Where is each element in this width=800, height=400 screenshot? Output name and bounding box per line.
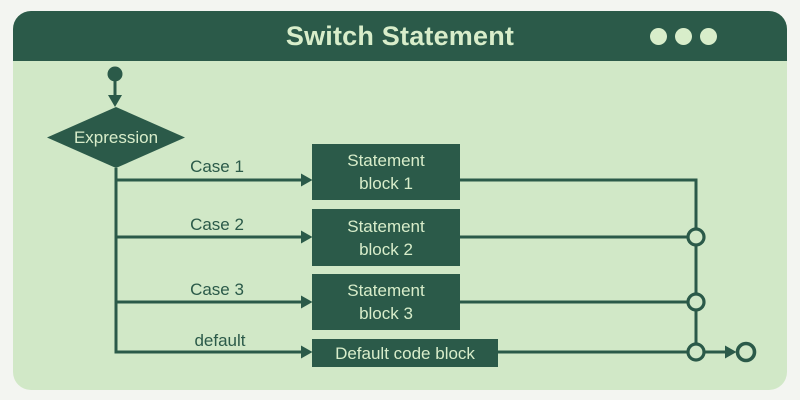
merge-line-block1 [460, 178, 698, 352]
end-node [735, 341, 757, 363]
window-control-dot-icon[interactable] [700, 27, 717, 45]
statement-block-2-line2: block 2 [359, 239, 413, 259]
flowchart-graphics [47, 66, 757, 363]
default-code-block: Default code block [312, 339, 498, 367]
branch-label-case1: Case 1 [190, 157, 244, 176]
arrowhead-down-icon [108, 95, 122, 107]
arrowhead-right-icon [301, 173, 313, 187]
statement-block-1-line1: Statement [347, 151, 425, 170]
merge-node [686, 227, 706, 247]
title-bar: Switch Statement [13, 11, 787, 61]
default-code-block-text: Default code block [335, 343, 475, 363]
diagram-card: Switch Statement [13, 11, 787, 390]
branch-label-default: default [194, 331, 246, 350]
statement-block-3-line1: Statement [347, 281, 425, 300]
window-control-dot-icon[interactable] [650, 27, 667, 45]
statement-block-2: Statement block 2 [312, 209, 460, 266]
merge-node [686, 342, 706, 362]
arrowhead-right-icon [301, 230, 313, 244]
window-control-dot-icon[interactable] [675, 27, 692, 45]
statement-block-3-line2: block 3 [359, 304, 413, 323]
decision-label: Expression [73, 128, 159, 147]
window-controls [650, 11, 717, 61]
arrowhead-right-icon [301, 345, 313, 359]
statement-block-2-line1: Statement [347, 216, 425, 236]
statement-block-1-line2: block 1 [359, 174, 413, 193]
branch-label-case2: Case 2 [190, 215, 244, 234]
statement-block-1: Statement block 1 [312, 144, 460, 200]
arrowhead-right-icon [301, 295, 313, 309]
page-title: Switch Statement [285, 20, 515, 51]
decision-diamond [47, 107, 185, 168]
merge-node [686, 292, 706, 312]
statement-block-3: Statement block 3 [312, 274, 460, 330]
branch-label-case3: Case 3 [190, 280, 244, 299]
flowchart-canvas: Expression Case 1 Case 2 Case 3 default … [13, 61, 787, 390]
arrowhead-right-icon [725, 345, 737, 359]
